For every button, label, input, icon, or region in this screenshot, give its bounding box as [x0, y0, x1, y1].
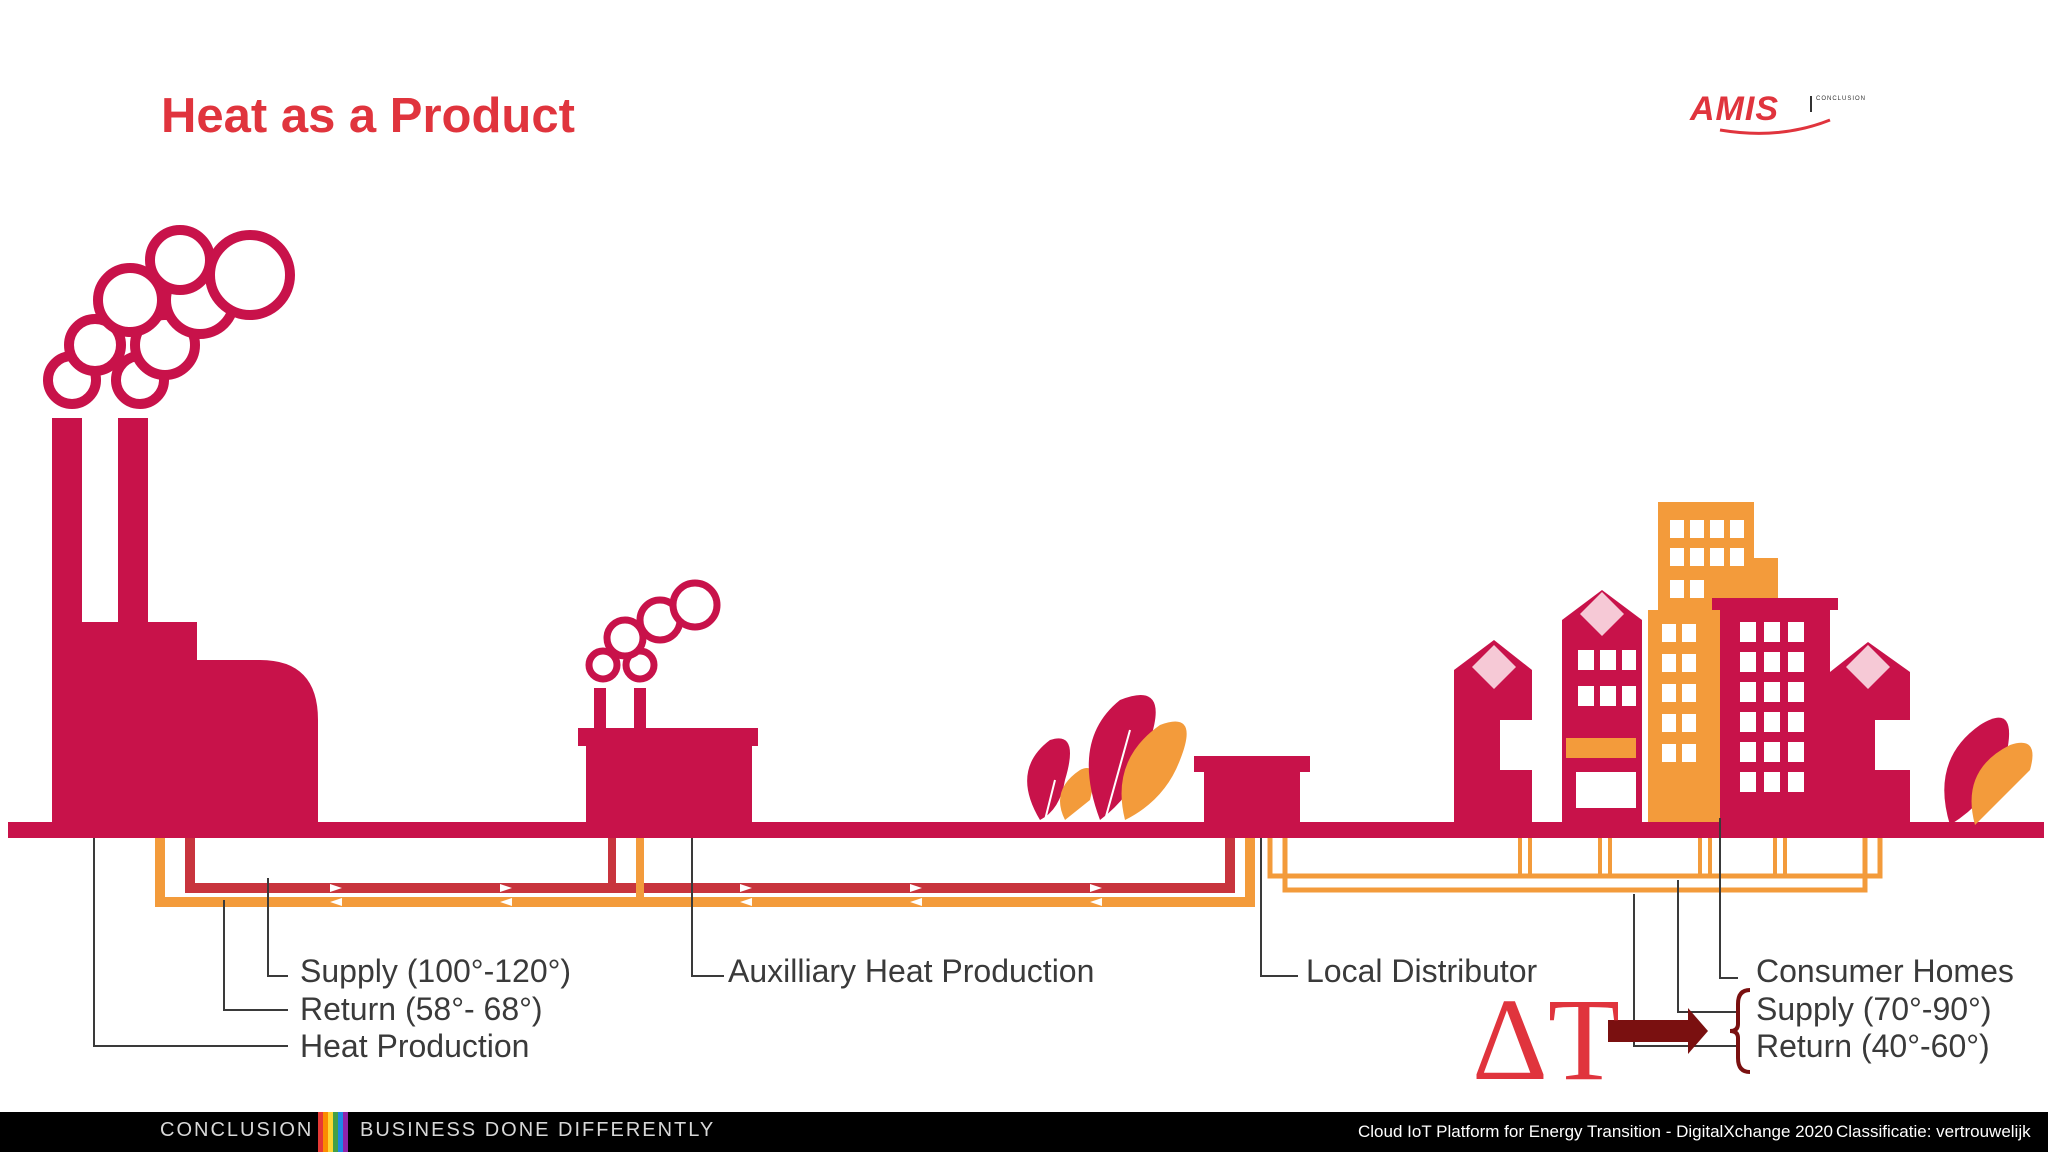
footer-brand: CONCLUSION [160, 1119, 314, 1141]
brace-icon [1729, 988, 1751, 1074]
label-supply-secondary: Supply (70°-90°) [1756, 991, 1992, 1027]
auxiliary-plant-icon [578, 688, 758, 830]
smoke-cloud-icon [43, 225, 295, 409]
secondary-pipes [1267, 830, 1883, 893]
label-auxiliary-heat: Auxilliary Heat Production [728, 953, 1095, 989]
amis-logo: AMIS CONCLUSION [1690, 90, 1900, 145]
stripe [323, 1112, 328, 1152]
primary-pipes [155, 830, 1255, 907]
footer-classification: Classificatie: vertrouwelijk [1836, 1122, 2031, 1141]
stripe [318, 1112, 323, 1152]
footer-bar: CONCLUSION BUSINESS DONE DIFFERENTLY Clo… [0, 1112, 2048, 1152]
stripe [328, 1112, 333, 1152]
logo-subtext: CONCLUSION [1810, 96, 1866, 112]
label-return-secondary: Return (40°-60°) [1756, 1028, 1990, 1064]
label-return-primary: Return (58°- 68°) [300, 991, 543, 1027]
label-heat-production: Heat Production [300, 1028, 530, 1064]
power-plant-icon [52, 418, 318, 828]
label-local-distributor: Local Distributor [1306, 953, 1538, 989]
logo-swoosh [1719, 118, 1831, 135]
stripe [338, 1112, 343, 1152]
label-leader-lines [93, 818, 1738, 1047]
footer-stripes [318, 1112, 348, 1152]
slide-title: Heat as a Product [161, 89, 575, 143]
trees-icon [1027, 695, 2033, 825]
solar-panel-icons [1472, 592, 1890, 689]
ground-line [8, 822, 2044, 838]
label-supply-primary: Supply (100°-120°) [300, 953, 572, 989]
building-windows [1576, 520, 1804, 808]
footer-presentation-title: Cloud IoT Platform for Energy Transition… [1358, 1122, 1833, 1141]
stripe [333, 1112, 338, 1152]
delta-t-symbol: ΔT [1472, 974, 1620, 1105]
delta-t-arrow-icon [1608, 1008, 1708, 1054]
logo-text: AMIS [1690, 90, 1779, 128]
stripe [343, 1112, 348, 1152]
local-distributor-icon [1194, 756, 1310, 830]
label-consumer-homes: Consumer Homes [1756, 953, 2014, 989]
small-smoke-icon [585, 579, 721, 683]
footer-tagline: BUSINESS DONE DIFFERENTLY [360, 1119, 716, 1141]
